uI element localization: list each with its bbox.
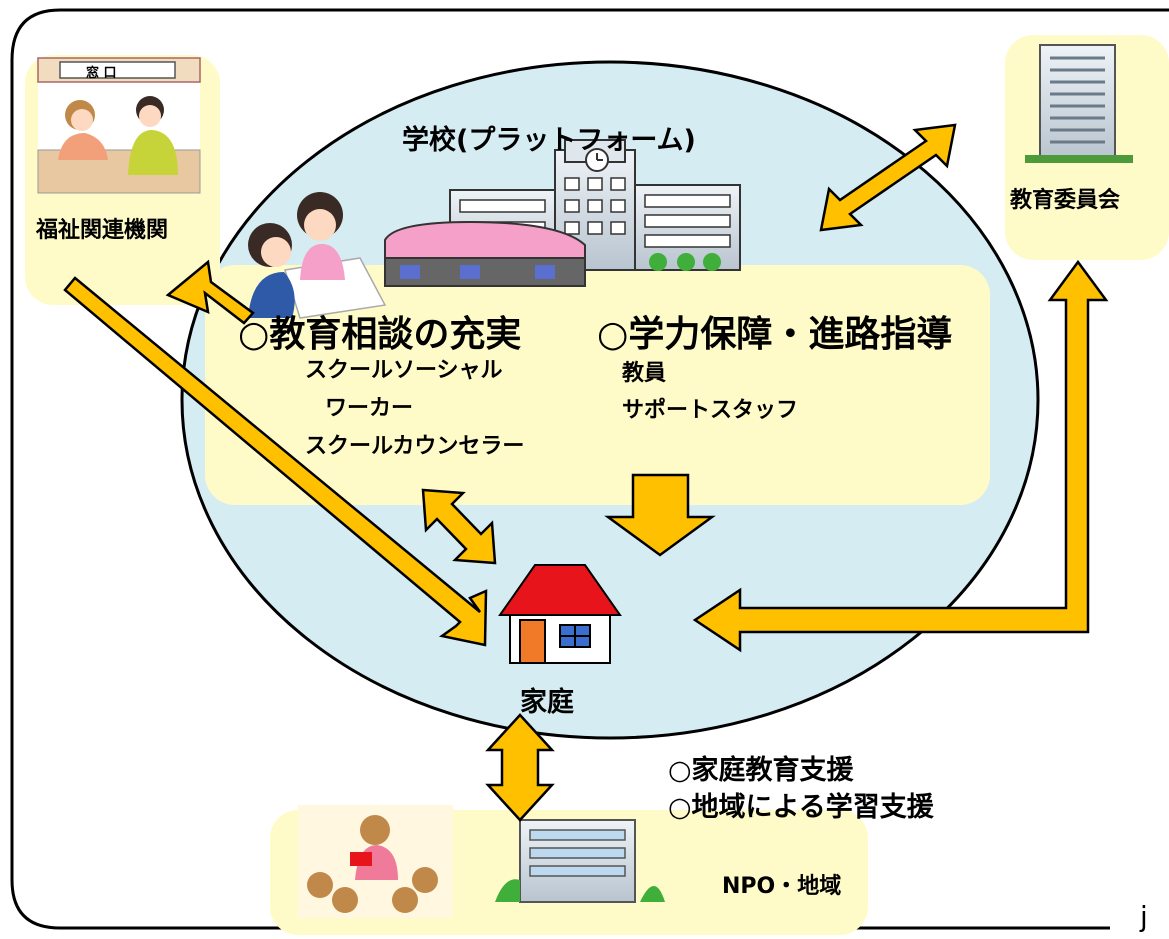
- school-title: 学校(プラットフォーム): [402, 125, 696, 156]
- welfare-label: 福祉関連機関: [36, 218, 169, 243]
- academic-item-support: サポートスタッフ: [622, 398, 799, 423]
- arrow-school-to-welfare: [165, 259, 255, 325]
- arrow-school-board: [819, 123, 957, 232]
- counseling-illustration: [248, 192, 387, 319]
- board-building-illustration: [1025, 44, 1133, 163]
- npo-building-illustration: [495, 819, 665, 903]
- arrow-board-to-home: [692, 259, 1109, 653]
- counseling-item-ssw: スクールソーシャル: [305, 358, 503, 383]
- school-building-illustration: [384, 139, 741, 287]
- arrow-school-to-home: [604, 473, 716, 557]
- counseling-item-worker: ワーカー: [325, 396, 414, 421]
- arrow-welfare-to-home: [63, 276, 488, 647]
- corner-text: j: [1140, 900, 1148, 933]
- community-support-2: ○地域による学習支援: [668, 792, 934, 823]
- community-support-1: ○家庭教育支援: [668, 755, 854, 786]
- board-label: 教育委員会: [1010, 188, 1121, 213]
- academic-heading: ○学力保障・進路指導: [597, 314, 953, 355]
- community-label: NPO・地域: [722, 874, 842, 899]
- counseling-item-sc: スクールカウンセラー: [305, 434, 525, 459]
- home-label: 家庭: [520, 687, 574, 718]
- arrow-home-community: [485, 713, 555, 822]
- academic-item-teacher: 教員: [622, 361, 667, 386]
- house-illustration: [498, 564, 622, 664]
- outer-frame: [10, 8, 1169, 930]
- welfare-counter-illustration: [37, 57, 201, 194]
- community-people-illustration: [298, 805, 453, 918]
- school-yellow-panel: [205, 265, 990, 505]
- welfare-sign: 窓 口: [86, 66, 117, 81]
- counseling-heading: ○教育相談の充実: [238, 314, 522, 355]
- arrow-counseling-home: [421, 488, 497, 565]
